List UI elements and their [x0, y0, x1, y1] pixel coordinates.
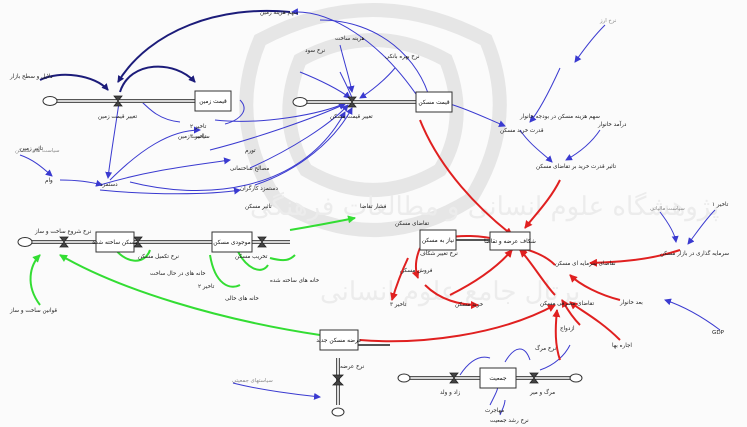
label-houses-empty: خانه های خالی: [225, 296, 259, 302]
stock-housing-stock[interactable]: موجودی مسکن: [211, 231, 253, 253]
stock-land-value-label: قیمت زمین: [199, 99, 227, 105]
label-deaths: مرگ و میر: [529, 389, 555, 396]
label-building-cost: هزینه ساخت: [335, 36, 364, 42]
label-wages: دستمزد: [100, 182, 118, 188]
label-house-sales: خرید مسکن: [455, 301, 484, 308]
label-invest-ratio: سرمایه گذاری در بازار مسکن: [660, 249, 729, 257]
stock-housing-price-label: قیمت مسکن: [418, 99, 450, 106]
label-land-policy: سیاست زمین: [178, 134, 210, 140]
label-supply-flow: نرخ عرضه: [340, 364, 365, 370]
stock-construction[interactable]: مسکن ساخته شده: [92, 231, 138, 253]
label-land-cost-share: سهم هزینه زمین: [260, 10, 299, 16]
label-delay-1: تاخیر ۲: [190, 124, 207, 130]
variable-labels: سهم هزینه زمین هزینه ساخت نرخ سود نرخ به…: [9, 10, 729, 424]
label-delay-2: تاخیر ۲: [198, 284, 215, 290]
stock-construction-label: مسکن ساخته شده: [92, 239, 138, 246]
land-loop-arcs: [39, 9, 291, 93]
stock-housing-need-label: نیاز به مسکن: [422, 237, 455, 244]
label-family-size: بعد خانوار: [619, 300, 643, 306]
label-workers-income: دستمزد کارگران: [240, 184, 278, 192]
label-births: زاد و ولد: [440, 390, 461, 396]
svg-text:پژوهشگاه علوم انسانی و مطالعات: پژوهشگاه علوم انسانی و مطالعات فرهنگی: [250, 191, 719, 222]
label-housing-policies: سیاست های مسکن: [15, 147, 60, 154]
stock-population[interactable]: جمعیت: [479, 367, 517, 389]
stock-land-value[interactable]: قیمت زمین: [194, 90, 232, 112]
label-household-share: سهم هزینه مسکن در بودجه خانوار: [519, 113, 600, 120]
label-sales-rate: فروش مسکن: [400, 267, 433, 274]
label-family-income: درآمد خانوار: [597, 121, 627, 128]
label-debt: وام: [45, 178, 53, 184]
label-effective-demand: تقاضای مصرفی مسکن: [540, 300, 595, 307]
label-rent: اجاره بها: [612, 343, 632, 349]
label-construction-rate: نرخ شروع ساخت و ساز: [34, 229, 92, 235]
label-population-policies: سیاستهای جمعیتی: [232, 378, 273, 384]
label-inflation: تورم: [245, 148, 256, 154]
label-housing-effect: تاثیر مسکن: [245, 203, 272, 210]
label-tax-policy: سیاست مالیاتی: [650, 206, 685, 212]
label-land-change: تغییر قیمت زمین: [98, 114, 137, 120]
label-profit-rate: نرخ سود: [305, 48, 326, 54]
stock-housing-stock-label: موجودی مسکن: [213, 239, 251, 246]
label-interest-rate: نرخ بهره بانکی: [385, 53, 420, 60]
label-migration: مهاجرت: [485, 408, 504, 414]
stock-housing-price[interactable]: قیمت مسکن: [415, 91, 453, 113]
stock-housing-need[interactable]: نیاز به مسکن: [419, 229, 457, 251]
label-investment-demand: تقاضای سرمایه ای مسکن: [555, 260, 616, 267]
label-removal-rate: تخریب مسکن: [235, 253, 268, 260]
stock-demand-gap-label: شکاف عرضه و تقاضا: [484, 238, 536, 245]
label-exchange-rate: نرخ ارز: [599, 18, 617, 24]
stock-demand-gap[interactable]: شکاف عرضه و تقاضا: [484, 231, 536, 251]
valves: [59, 95, 539, 386]
stock-population-label: جمعیت: [489, 376, 507, 382]
svg-text:پرتال جامع علوم انسانی: پرتال جامع علوم انسانی: [320, 277, 580, 307]
label-delay-3: تاخیر ۳: [190, 134, 207, 140]
label-stress: فشار تقاضا: [360, 204, 387, 210]
label-mortality: نرخ مرگ: [535, 345, 557, 352]
label-cycle-change: دلایل و سطح بازار: [9, 74, 53, 80]
label-demand-effect: تقاضای مسکن: [395, 220, 429, 227]
label-materials-cost: مصالح ساختمانی: [230, 166, 269, 172]
flow-pipes: [30, 99, 570, 405]
label-delay-4: تاخیر ۳: [390, 302, 407, 308]
label-buying-power: قدرت خرید مسکن: [500, 127, 544, 134]
watermark-logo: پژوهشگاه علوم انسانی و مطالعات فرهنگی پر…: [239, 3, 719, 307]
label-effect-buying-power: تاثیر قدرت خرید بر تقاضای مسکن: [536, 163, 616, 170]
clouds: [17, 96, 583, 417]
label-gdp: GDP: [712, 330, 725, 336]
label-houses-built: خانه های ساخته شده: [270, 278, 320, 284]
label-completion-rate: نرخ تکمیل مسکن: [138, 253, 179, 260]
label-marriage: ازدواج: [560, 326, 575, 332]
label-construction-law: قوانین ساخت و ساز: [9, 308, 57, 314]
stock-new-supply-label: عرضه مسکن جدید: [316, 337, 362, 344]
label-gap-rate: نرخ تغییر شکاف: [420, 250, 458, 257]
label-houses-in-progress: خانه های در حال ساخت: [150, 271, 206, 277]
label-land-effect: تاثیر زمین: [20, 146, 43, 152]
label-population-growth: نرخ رشد جمعیت: [490, 418, 529, 424]
label-delay-5: تاخیر ۱: [712, 202, 729, 208]
stock-new-supply[interactable]: عرضه مسکن جدید: [316, 329, 362, 351]
label-price-change: تغییر قیمت مسکن: [330, 113, 373, 120]
